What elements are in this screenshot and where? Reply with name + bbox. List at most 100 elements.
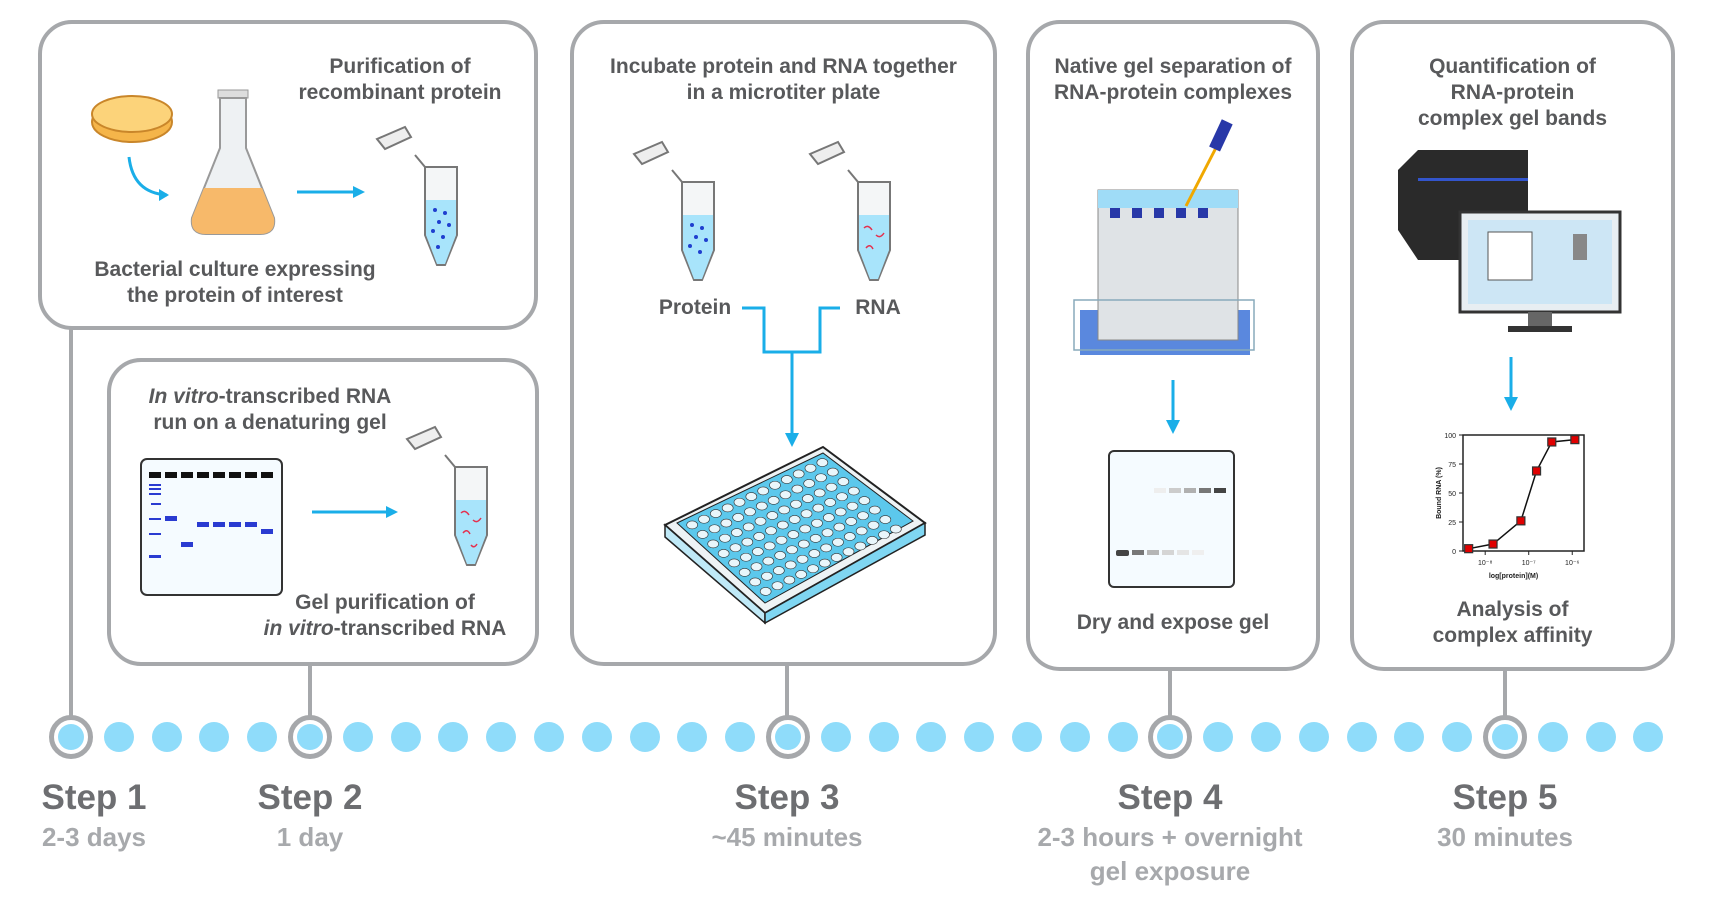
marker-center (1492, 724, 1518, 750)
y-tick-label: 100 (1444, 433, 1456, 440)
plate-well (807, 564, 819, 574)
timeline-dot (581, 722, 612, 752)
timeline-dot (199, 722, 230, 752)
plate-well (741, 537, 754, 547)
plate-well (790, 499, 802, 509)
x-tick-label: 10⁻⁷ (1522, 560, 1536, 567)
y-tick-label: 0 (1452, 549, 1456, 556)
plate-well (809, 534, 822, 543)
timeline-dot (1442, 722, 1473, 752)
data-point (1570, 435, 1580, 445)
x-tick-label: 10⁻⁶ (1565, 560, 1579, 567)
connector-step3 (785, 662, 789, 718)
plate-well (708, 524, 721, 534)
timeline-dot (1251, 722, 1281, 752)
data-point (1488, 539, 1498, 549)
plate-well (821, 528, 834, 538)
purif-line1: Gel purification of (295, 591, 475, 614)
plate-well (710, 509, 722, 518)
plate-well (740, 552, 752, 562)
plate-well (844, 532, 856, 541)
plate-well (869, 505, 881, 515)
plate-well (778, 505, 790, 515)
plate-well (823, 513, 835, 522)
plate-well (866, 536, 878, 545)
step5-label: Step 5 (1452, 778, 1558, 817)
plate-well (779, 490, 792, 500)
plate-well (842, 547, 855, 557)
plate-well (804, 463, 817, 473)
tube-protein-icon (632, 140, 715, 281)
imager-computer-icon (1398, 150, 1622, 332)
gel-apparatus-icon (1073, 119, 1255, 355)
plate-well (816, 458, 829, 467)
x-tick-label: 10⁻⁸ (1478, 560, 1492, 567)
plate-well (756, 501, 768, 511)
step1-label: Step 1 (41, 778, 147, 817)
x-axis-label: log[protein](M) (1489, 573, 1538, 580)
step4-label: Step 4 (1117, 778, 1223, 817)
binding-curve-line (1468, 438, 1575, 550)
plate-well (787, 530, 800, 539)
step5-duration: 30 minutes (1437, 822, 1573, 852)
connector-step2 (308, 662, 312, 718)
plate-well (754, 516, 767, 526)
plate-well (819, 558, 831, 568)
step2-duration: 1 day (276, 822, 344, 852)
right-arrow-icon (297, 186, 365, 198)
step5-marker (1483, 715, 1527, 759)
plate-well (855, 526, 868, 536)
plate-well (867, 520, 880, 530)
plate-well (749, 577, 761, 587)
step3-marker (766, 715, 810, 759)
timeline-dot (247, 722, 278, 752)
step5-title-line1: Quantification of (1429, 55, 1596, 78)
timeline-dot (1394, 722, 1425, 752)
marker-center (297, 724, 323, 750)
purif-rest: -transcribed RNA (333, 617, 507, 640)
timeline-dot (1107, 722, 1138, 752)
exposed-gel-icon (1108, 450, 1235, 588)
timeline-dot (342, 722, 373, 752)
plate-well (796, 554, 809, 564)
plate-well (783, 575, 796, 585)
plate-well (769, 480, 781, 490)
plate-well (786, 545, 798, 555)
y-tick-label: 50 (1448, 491, 1456, 498)
connector-step5 (1503, 667, 1507, 718)
plate-well (788, 515, 801, 524)
plate-well (745, 492, 758, 501)
timeline-dot (820, 722, 851, 752)
timeline-dot (103, 722, 134, 752)
tube-rna-icon (405, 425, 488, 566)
plate-well (878, 530, 890, 540)
timeline-dot (1346, 722, 1377, 752)
step4-marker (1148, 715, 1193, 759)
timeline-dot (725, 722, 756, 752)
step1-duration: 2-3 days (41, 822, 147, 852)
plate-well (830, 553, 843, 562)
plate-well (773, 566, 785, 575)
plate-well (721, 503, 734, 513)
connector-step1 (69, 326, 73, 718)
data-point (1531, 466, 1542, 476)
plate-well (775, 535, 788, 545)
plate-well (798, 539, 810, 549)
plate-well (750, 562, 763, 572)
plate-well (799, 524, 811, 534)
plate-well (811, 518, 823, 528)
down-arrow-icon (1166, 380, 1180, 434)
timeline-dot (534, 722, 564, 752)
step3-duration: ~45 minutes (711, 822, 863, 852)
timeline-dot (151, 722, 182, 752)
plate-well (698, 514, 710, 524)
plate-well (857, 511, 869, 521)
plate-well (795, 570, 807, 579)
step5-title-line2: RNA-protein (1450, 81, 1575, 104)
timeline-dot (868, 722, 899, 752)
plate-well (848, 486, 860, 496)
